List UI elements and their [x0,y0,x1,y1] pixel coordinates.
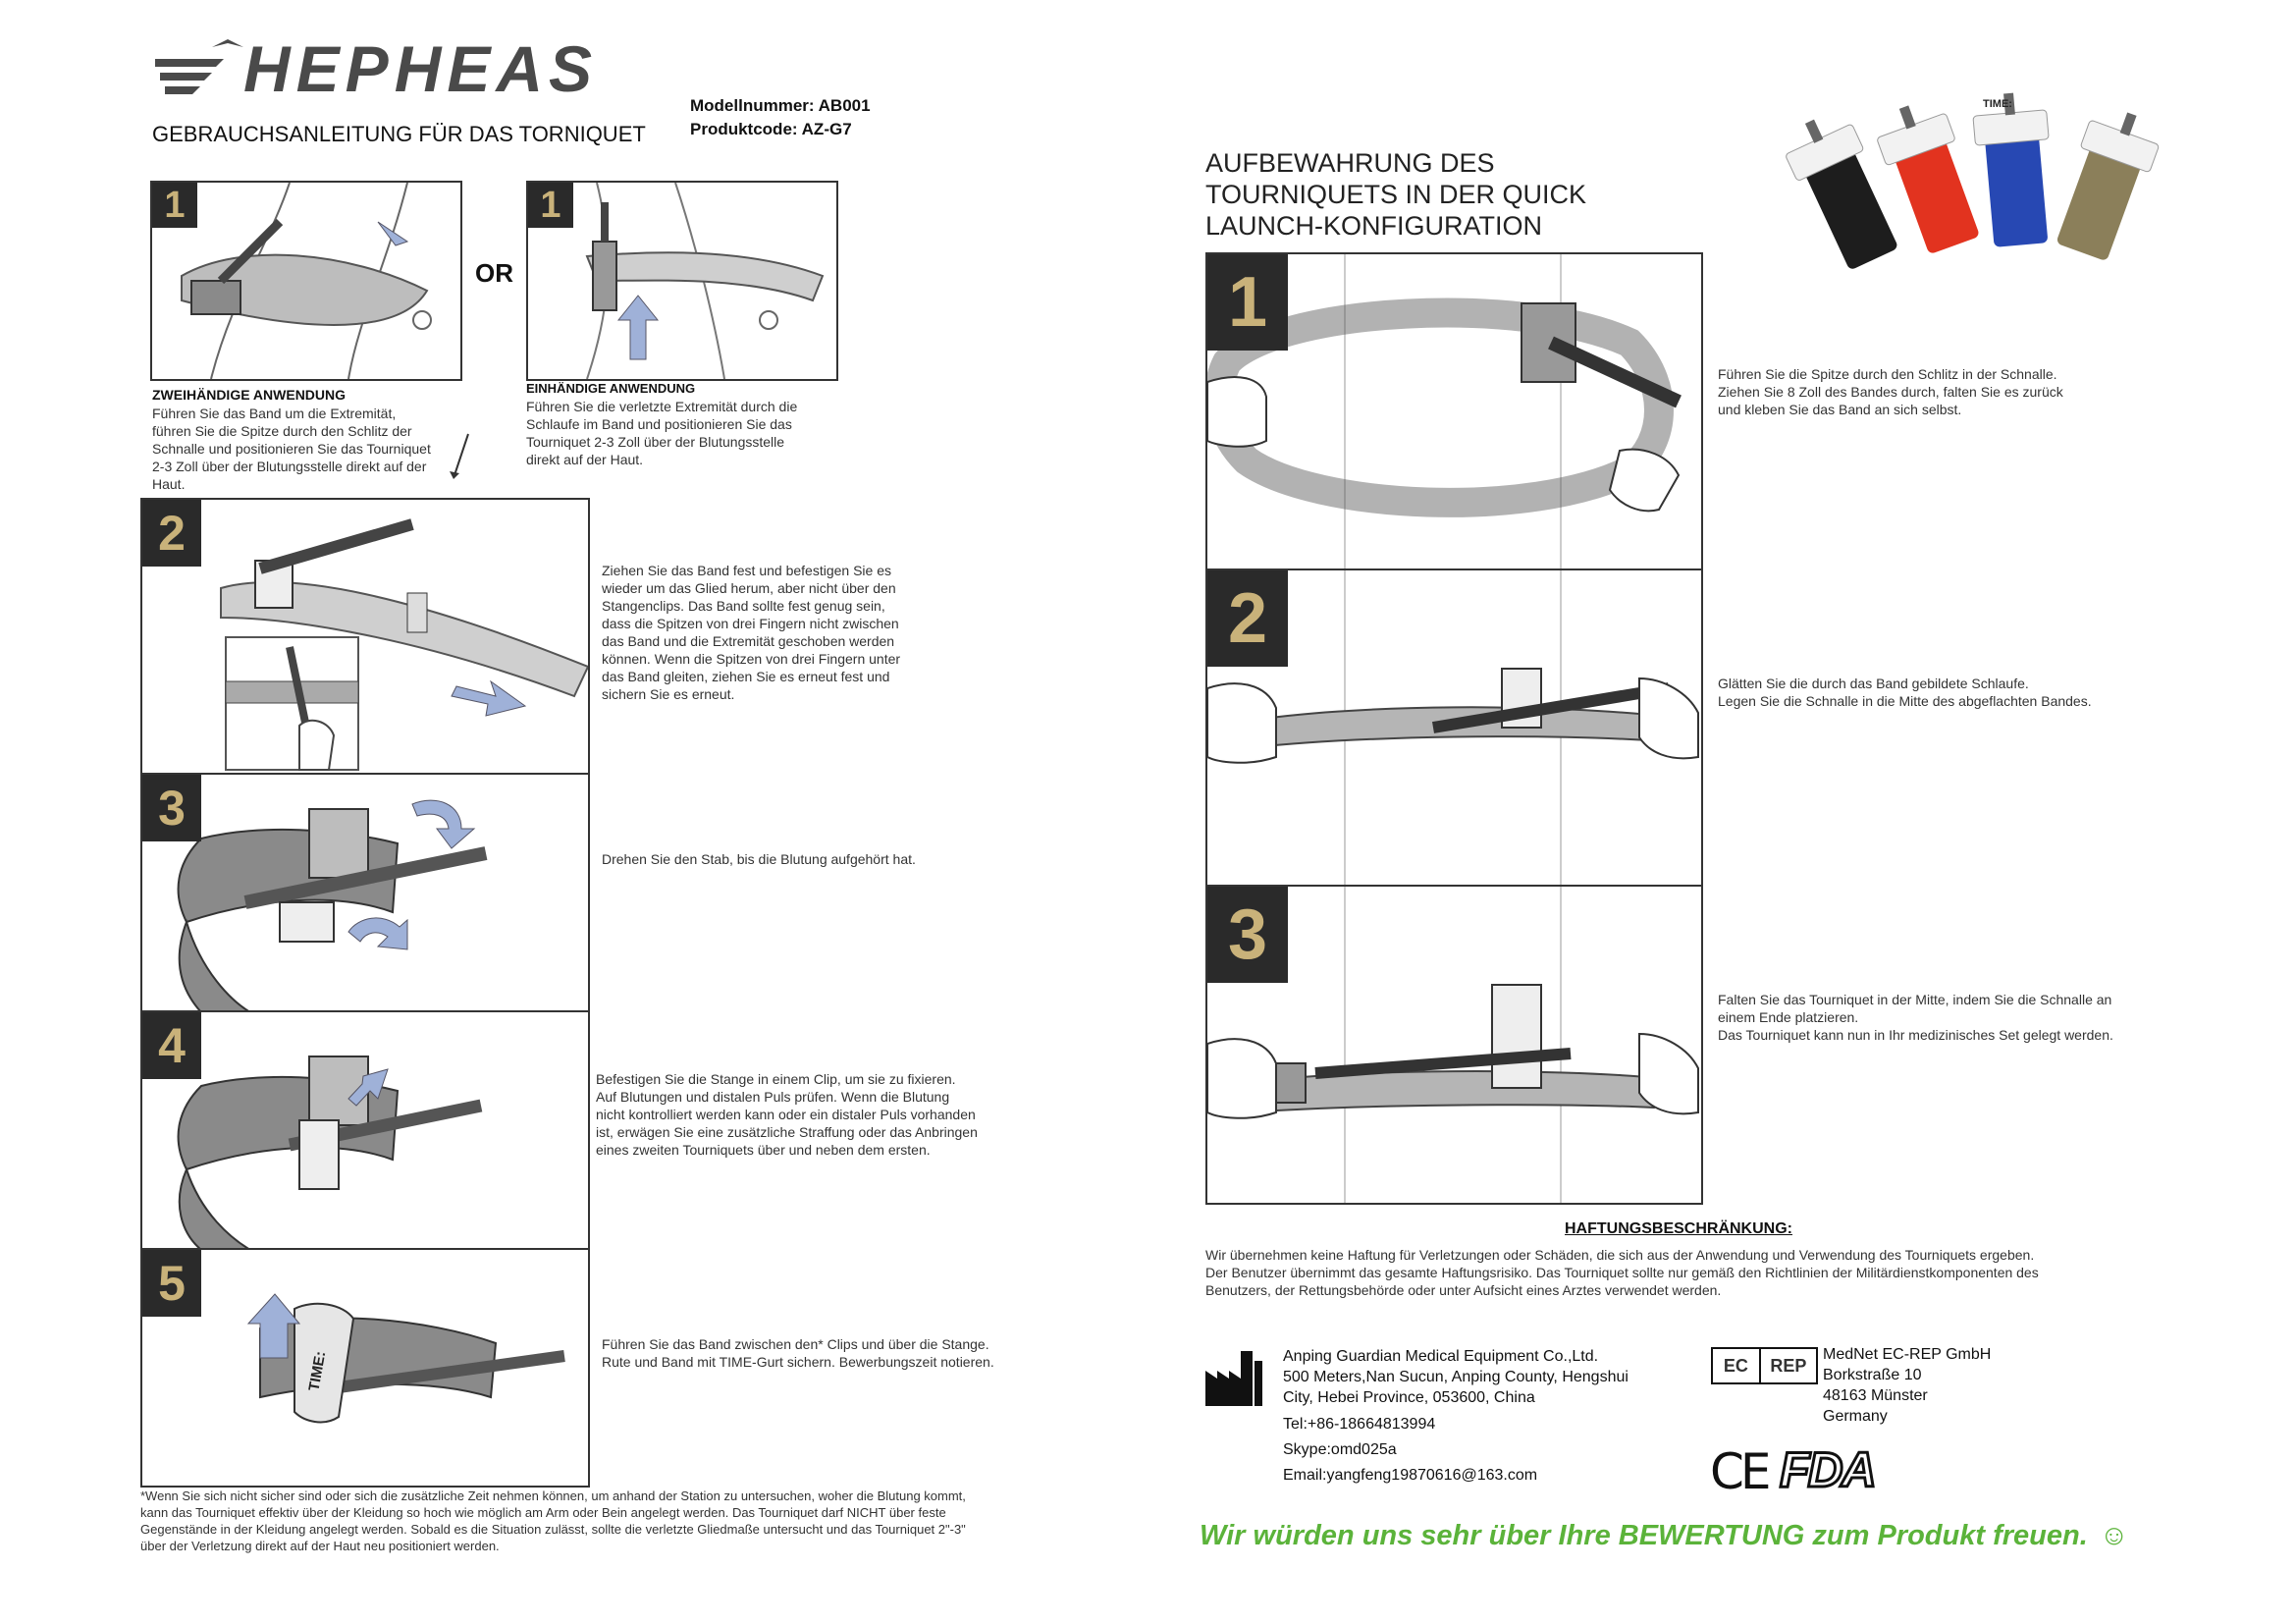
twist-rod-illustration [177,799,488,1012]
step-3-text: Drehen Sie den Stab, bis die Blutung auf… [602,851,916,867]
step-number: 3 [142,775,201,841]
step-number: 3 [1207,887,1288,983]
or-label: OR [475,258,513,288]
page-title: GEBRAUCHSANLEITUNG FÜR DAS TORNIQUET [152,122,646,146]
storage-step-1-text: Führen Sie die Spitze durch den Schlitz … [1718,366,2063,417]
storage-step-3-text: Falten Sie das Tourniquet in der Mitte, … [1718,992,2113,1043]
product-code: Produktcode: AZ-G7 [690,120,852,138]
step-1-one-handed-illustration: 1 [526,181,838,381]
manufacturer-icon [1205,1351,1262,1406]
brand-logo: HEPHEAS [155,32,646,108]
ce-mark: CE [1710,1443,1771,1500]
step-4-text: Befestigen Sie die Stange in einem Clip,… [596,1071,978,1158]
storage-step-2-text: Glätten Sie die durch das Band gebildete… [1718,676,2092,709]
step-1-two-handed-illustration: 1 [150,181,462,381]
time-strap-illustration [246,1293,565,1424]
tourniquet-products-photo [1786,92,2160,269]
step-number: 2 [1207,570,1288,667]
step-1b-heading: EINHÄNDIGE ANWENDUNG [526,381,696,396]
storage-step-2-illustration: 2 [1205,568,1703,889]
step-3-illustration: 3 [140,773,590,1014]
step-1a-heading: ZWEIHÄNDIGE ANWENDUNG [152,387,347,403]
tighten-band-illustration [220,518,588,771]
arrow-down-icon [450,433,469,479]
step-5-illustration: 5 TIME: [140,1248,590,1488]
manufacturer-email: Email:yangfeng19870616@163.com [1283,1467,1538,1484]
model-info: Modellnummer: AB001 Produktcode: AZ-G7 [690,94,871,141]
ec-rep-badge: EC REP [1711,1347,1818,1384]
fda-mark: FDA [1779,1441,1879,1499]
logo-wings-icon [155,39,243,94]
ec-label: EC [1713,1349,1761,1382]
step-number: 2 [142,500,201,567]
step-2-text: Ziehen Sie das Band fest und befestigen … [602,563,901,702]
step-number: 4 [142,1012,201,1079]
step-5-text: Führen Sie das Band zwischen den* Clips … [602,1336,994,1370]
tourniquet-loop-illustration [585,183,825,379]
step-1b-text: Führen Sie die verletzte Extremität durc… [526,399,798,467]
secure-rod-illustration [177,1056,483,1250]
tourniquet-limb-illustration [181,183,432,379]
liability-title: HAFTUNGSBESCHRÄNKUNG: [1565,1220,1792,1237]
step-number: 5 [142,1250,201,1317]
step-2-illustration: 2 [140,498,590,777]
manufacturer-tel: Tel:+86-18664813994 [1283,1416,1436,1433]
step-1a-text: Führen Sie das Band um die Extremität, f… [152,406,431,492]
folded-tourniquet-illustration [1207,887,1699,1203]
step-number: 1 [528,183,573,228]
ec-rep-address: MedNet EC-REP GmbH Borkstraße 10 48163 M… [1823,1346,1992,1425]
loop-band-illustration [1207,254,1682,570]
step-4-illustration: 4 [140,1010,590,1252]
brand-name: HEPHEAS [243,32,599,105]
storage-heading: AUFBEWAHRUNG DES TOURNIQUETS IN DER QUIC… [1205,148,1587,241]
flatten-loop-illustration [1207,570,1699,887]
review-text: Wir würden uns sehr über Ihre BEWERTUNG … [1200,1520,2088,1551]
model-number: Modellnummer: AB001 [690,96,871,115]
step-number: 1 [1207,254,1288,351]
rep-label: REP [1770,1356,1807,1376]
footnote: *Wenn Sie sich nicht sicher sind oder si… [140,1489,966,1553]
smiley-icon: ☺ [2099,1520,2129,1551]
product-time-label: TIME: [1983,98,2012,110]
storage-step-3-illustration: 3 [1205,885,1703,1205]
review-request: Wir würden uns sehr über Ihre BEWERTUNG … [1200,1520,2128,1552]
step-number: 1 [152,183,197,228]
manufacturer-address: Anping Guardian Medical Equipment Co.,Lt… [1283,1348,1629,1406]
storage-step-1-illustration: 1 [1205,252,1703,572]
manufacturer-skype: Skype:omd025a [1283,1441,1397,1458]
liability-text: Wir übernehmen keine Haftung für Verletz… [1205,1247,2039,1298]
